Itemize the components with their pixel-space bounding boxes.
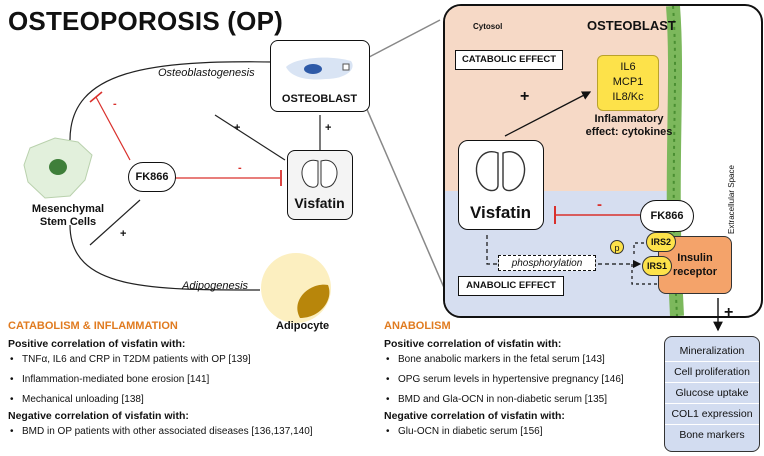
minus-sign: - — [597, 196, 602, 213]
irs2-node: IRS2 — [646, 232, 676, 252]
cell-fk866-label: FK866 — [650, 210, 684, 222]
fk866-inhibit-msc — [95, 96, 131, 161]
adipocyte-lipid — [297, 284, 330, 318]
osteoblastogenesis-arrow — [69, 61, 276, 141]
catabolic-effect-box: CATABOLIC EFFECT — [455, 50, 563, 70]
minus-sign: - — [238, 162, 242, 174]
list-item: Bone anabolic markers in the fetal serum… — [386, 350, 660, 370]
catabolism-negative-heading: Negative correlation of visfatin with: — [8, 410, 189, 422]
visfatin-protein-icon — [301, 159, 338, 188]
cytokine-mcp1: MCP1 — [612, 76, 644, 88]
list-item: BMD in OP patients with other associated… — [10, 422, 368, 442]
list-item: Glu-OCN in diabetic serum [156] — [386, 422, 660, 442]
plus-sign: + — [520, 88, 530, 105]
effect-item: Mineralization — [665, 341, 759, 362]
irs1-node: IRS1 — [642, 256, 672, 276]
list-item: BMD and Gla-OCN in non-diabetic serum [1… — [386, 390, 660, 410]
msc-label: Mesenchymal Stem Cells — [31, 203, 105, 228]
list-item: TNFα, IL6 and CRP in T2DM patients with … — [10, 350, 368, 370]
adipogenesis-arrow — [69, 224, 261, 291]
visfatin-node: Visfatin — [287, 150, 353, 220]
effects-plus-sign: + — [724, 304, 734, 321]
visfatin-label: Visfatin — [294, 195, 345, 211]
osteoblastogenesis-label: Osteoblastogenesis — [158, 67, 255, 79]
cell-visfatin-label: Visfatin — [469, 203, 532, 222]
msc-nucleus — [49, 159, 67, 175]
list-item: Mechanical unloading [138] — [10, 390, 368, 410]
plus-sign: + — [234, 122, 241, 134]
page-title: OSTEOPOROSIS (OP) — [8, 6, 283, 36]
insulin-receptor-label: Insulin receptor — [672, 252, 718, 278]
list-item: Inflammation-mediated bone erosion [141] — [10, 370, 368, 390]
fk866-node: FK866 — [128, 162, 176, 192]
catabolism-title: CATABOLISM & INFLAMMATION — [8, 320, 178, 332]
anabolic-effect-box: ANABOLIC EFFECT — [458, 276, 564, 296]
catabolism-positive-heading: Positive correlation of visfatin with: — [8, 338, 186, 350]
adipocyte-label: Adipocyte — [276, 320, 330, 332]
adipogenesis-label: Adipogenesis — [182, 280, 249, 292]
anabolism-negative-heading: Negative correlation of visfatin with: — [384, 410, 565, 422]
visfatin-protein-icon — [475, 151, 526, 192]
cell-osteoblast-label: OSTEOBLAST — [587, 18, 676, 33]
phosphate-marker: p — [610, 240, 624, 254]
plus-sign: + — [325, 122, 332, 134]
cytokines-box: IL6 MCP1 IL8/Kc — [597, 55, 659, 111]
plus-sign: + — [120, 228, 127, 240]
anabolism-positive-heading: Positive correlation of visfatin with: — [384, 338, 562, 350]
effect-item: COL1 expression — [665, 404, 759, 425]
inflammatory-label: Inflammatory effect: cytokines — [585, 113, 673, 138]
list-item: OPG serum levels in hypertensive pregnan… — [386, 370, 660, 390]
fk866-label: FK866 — [135, 171, 169, 183]
minus-sign: - — [113, 98, 117, 110]
osteoblast-box: OSTEOBLAST — [270, 40, 370, 112]
catabolism-section: CATABOLISM & INFLAMMATION Positive corre… — [8, 320, 368, 442]
effects-box: Mineralization Cell proliferation Glucos… — [664, 336, 760, 452]
phosphorylation-label: phosphorylation — [498, 255, 596, 271]
cytokine-il8: IL8/Kc — [612, 91, 644, 103]
osteoblast-cell-icon — [286, 57, 353, 80]
cell-fk866-node: FK866 — [640, 200, 694, 232]
cytokine-il6: IL6 — [620, 61, 636, 73]
cytosol-label: Cytosol — [473, 22, 503, 31]
effect-item: Bone markers — [679, 429, 745, 441]
effect-item: Cell proliferation — [665, 362, 759, 383]
effect-item: Glucose uptake — [665, 383, 759, 404]
osteoblast-label: OSTEOBLAST — [281, 93, 358, 105]
anabolism-section: ANABOLISM Positive correlation of visfat… — [384, 320, 660, 442]
anabolism-title: ANABOLISM — [384, 320, 451, 332]
cell-visfatin-node: Visfatin — [458, 140, 544, 230]
